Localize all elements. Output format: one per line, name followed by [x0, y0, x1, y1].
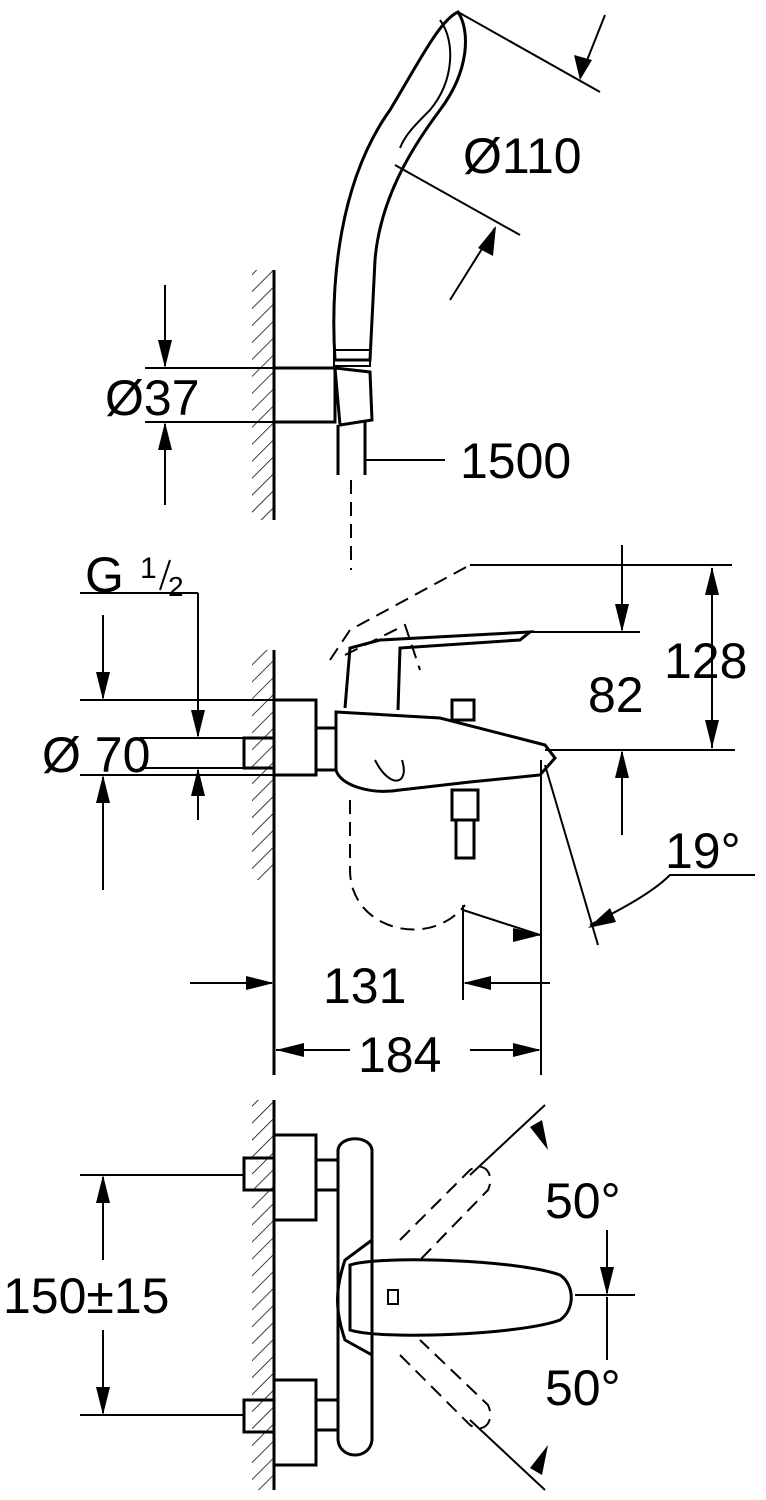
wall-holder-diameter-label: Ø37: [105, 370, 200, 426]
total-height-label: 128: [664, 633, 747, 689]
arrow-icon: [615, 750, 629, 778]
hand-shower: [332, 10, 467, 362]
lever-angle-bottom-label: 50°: [545, 1360, 621, 1416]
projection-label: 184: [358, 1027, 441, 1083]
arrow-icon: [513, 1043, 541, 1057]
lever-top: [348, 1258, 573, 1337]
lever-angle-top-label: 50°: [545, 1173, 621, 1229]
spray-face: [399, 19, 452, 149]
wall-hatch: [252, 1100, 274, 1490]
escutcheon-diameter-label: Ø 70: [42, 727, 150, 783]
thread-denominator: 2: [168, 571, 184, 602]
mixer-side-view: G 1 2 Ø 70 128 82 19°: [42, 545, 755, 1083]
hose-nut: [333, 349, 371, 367]
holder-clip: [333, 366, 374, 427]
arrow-icon: [530, 1445, 548, 1475]
lever-height-label: 82: [588, 667, 644, 723]
arrow-icon: [615, 604, 629, 632]
arrow-icon: [478, 226, 496, 256]
mixer-body-top: [336, 1137, 374, 1457]
spout-angle-label: 19°: [665, 823, 741, 879]
lever-right-position: [399, 1339, 492, 1430]
diverter: [450, 788, 480, 822]
escutcheon-top: [272, 1133, 318, 1222]
hose-path: [349, 800, 466, 931]
hand-shower-diameter-label: Ø110: [463, 128, 582, 184]
union-nut: [314, 1158, 340, 1192]
union-nut: [314, 726, 338, 772]
arrow-icon: [96, 1175, 110, 1203]
thread-numerator: 1: [140, 552, 157, 585]
arrow-icon: [530, 1120, 548, 1150]
arrow-icon: [705, 567, 719, 595]
arrow-icon: [191, 768, 205, 796]
escutcheon: [272, 698, 318, 777]
arrow-icon: [513, 928, 541, 942]
arrow-icon: [574, 55, 592, 80]
centres-label: 150±15: [3, 1268, 169, 1324]
arrow-icon: [96, 775, 110, 803]
wall-hatch: [252, 650, 274, 880]
arrow-icon: [96, 1387, 110, 1415]
arrow-icon: [276, 1043, 304, 1057]
spout-offset-label: 131: [323, 958, 406, 1014]
lever-open-position: [329, 564, 471, 661]
mixer-body: [334, 710, 557, 793]
mixer-top-view: 50° 50° 150±15: [3, 1100, 635, 1491]
wall-hatch: [252, 270, 274, 520]
thread-prefix-label: G: [85, 547, 124, 603]
union-nut: [314, 1398, 340, 1432]
escutcheon-bottom: [272, 1378, 318, 1467]
arrow-icon: [705, 720, 719, 748]
arrow-icon: [463, 976, 491, 990]
lever-left-position: [399, 1165, 492, 1261]
arrow-icon: [246, 976, 274, 990]
arrow-icon: [600, 1267, 614, 1295]
wall-holder: [274, 366, 337, 424]
arrow-icon: [158, 340, 172, 368]
arrow-icon: [158, 422, 172, 450]
arrow-icon: [588, 908, 616, 928]
lever-indicator: [387, 1289, 399, 1305]
diverter-knob: [450, 698, 476, 722]
arrow-icon: [191, 710, 205, 738]
arrow-icon: [96, 672, 110, 700]
hand-shower-view: Ø110 Ø37 1500: [105, 10, 606, 570]
hose-length-label: 1500: [460, 433, 571, 489]
lever: [343, 630, 535, 711]
